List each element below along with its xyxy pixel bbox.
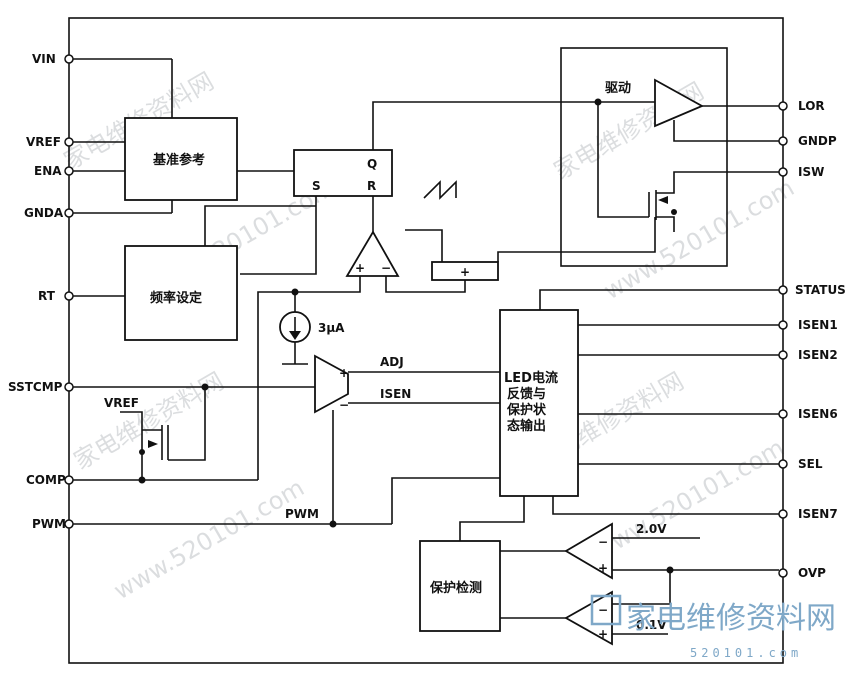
pin-label-status: STATUS (795, 283, 846, 297)
pin-isen7 (778, 509, 788, 519)
protection-box (419, 540, 501, 632)
ramp-adder (431, 261, 499, 281)
pin-gnda (64, 208, 74, 218)
pin-status (778, 285, 788, 295)
latch-q: Q (367, 157, 377, 171)
ea-plus: + (339, 366, 349, 380)
flip-flop: Q S R (204, 98, 655, 275)
led-line-1: LED电流 (504, 370, 558, 386)
reference-block: 基准参考 (73, 58, 294, 214)
uvp-cmp-minus: − (598, 603, 608, 617)
watermark-url-3: www.520101.com (599, 174, 799, 306)
ovp-cmp-plus: + (598, 561, 608, 575)
led-box (499, 309, 579, 497)
site-logo: 家电维修资料网 520101.com (590, 594, 836, 660)
protection-block: 保护检测 − + 2.0V − + 0.1V (419, 522, 779, 646)
ovp-cmp-minus: − (598, 535, 608, 549)
uvp-cmp-plus: + (598, 627, 608, 641)
sr-latch-box (293, 149, 393, 197)
pin-ena (64, 166, 74, 176)
reference-label: 基准参考 (152, 152, 205, 168)
pin-isw (778, 167, 788, 177)
adj-label: ADJ (380, 355, 404, 369)
pin-isen6 (778, 409, 788, 419)
ea-minus: − (339, 398, 349, 412)
led-line-3: 保护状 (506, 402, 547, 418)
pin-label-pwm: PWM (32, 517, 66, 531)
latch-r: R (367, 179, 376, 193)
soft-start-switch: VREF (104, 383, 209, 484)
pin-rt (64, 291, 74, 301)
ref-2v-label: 2.0V (636, 522, 667, 536)
pin-lor (778, 101, 788, 111)
driver-box (560, 47, 728, 267)
logo-text-site: 520101.com (690, 646, 802, 660)
current-source: 3μA (257, 288, 345, 480)
pin-label-gnda: GNDA (24, 206, 64, 220)
ref-01v-label: 0.1V (636, 618, 667, 632)
frequency-label: 频率设定 (150, 290, 202, 306)
driver-block: 驱动 (560, 47, 779, 267)
cmp-minus: − (381, 261, 391, 275)
pin-sstcmp (64, 382, 74, 392)
pin-label-isen2: ISEN2 (798, 348, 838, 362)
pin-label-rt: RT (38, 289, 56, 303)
pwm-net-label: PWM (285, 507, 319, 521)
sawtooth-icon (423, 180, 457, 200)
latch-s: S (312, 179, 321, 193)
pin-label-ena: ENA (34, 164, 62, 178)
pin-label-sstcmp: SSTCMP (8, 380, 63, 394)
frequency-block: 频率设定 (73, 245, 238, 341)
pin-label-ovp: OVP (798, 566, 826, 580)
logo-text-cn: 家电维修资料网 (626, 601, 836, 636)
pin-label-isen7: ISEN7 (798, 507, 838, 521)
led-control-block: LED电流 反馈与 保护状 态输出 (459, 289, 779, 541)
pin-comp (64, 475, 74, 485)
right-pins: LOR GNDP ISW STATUS ISEN1 ISEN2 ISEN6 SE… (778, 99, 846, 580)
driver-label: 驱动 (605, 81, 631, 96)
pin-label-isen1: ISEN1 (798, 318, 838, 332)
cmp-plus: + (355, 261, 365, 275)
pin-isen2 (778, 350, 788, 360)
pin-pwm (64, 519, 74, 529)
led-line-4: 态输出 (507, 418, 546, 434)
watermark-url-2: www.520101.com (109, 474, 309, 606)
pin-label-sel: SEL (798, 457, 823, 471)
led-line-2: 反馈与 (507, 386, 546, 402)
pin-vref (64, 137, 74, 147)
pwm-comparator: + − (295, 229, 466, 293)
protection-label: 保护检测 (429, 580, 482, 596)
watermark-url-4: www.520101.com (589, 434, 789, 566)
current-source-label: 3μA (318, 321, 345, 335)
pin-label-isw: ISW (798, 165, 824, 179)
logo-mark-icon (590, 594, 622, 626)
pin-label-vref: VREF (26, 135, 61, 149)
vref-inner-label: VREF (104, 396, 139, 410)
reference-box (124, 117, 238, 201)
pin-label-isen6: ISEN6 (798, 407, 838, 421)
left-pins: VIN VREF ENA GNDA RT SSTCMP COMP PWM (8, 52, 74, 531)
pin-label-gndp: GNDP (798, 134, 837, 148)
pin-label-comp: COMP (26, 473, 66, 487)
pin-label-lor: LOR (798, 99, 825, 113)
pin-ovp (778, 568, 788, 578)
pin-sel (778, 459, 788, 469)
pin-isen1 (778, 320, 788, 330)
isen-label: ISEN (380, 387, 411, 401)
chip-outline (68, 17, 784, 664)
frequency-box (124, 245, 238, 341)
pin-vin (64, 54, 74, 64)
ramp-adder-plus: + (460, 265, 470, 279)
pin-gndp (778, 136, 788, 146)
pin-label-vin: VIN (32, 52, 56, 66)
